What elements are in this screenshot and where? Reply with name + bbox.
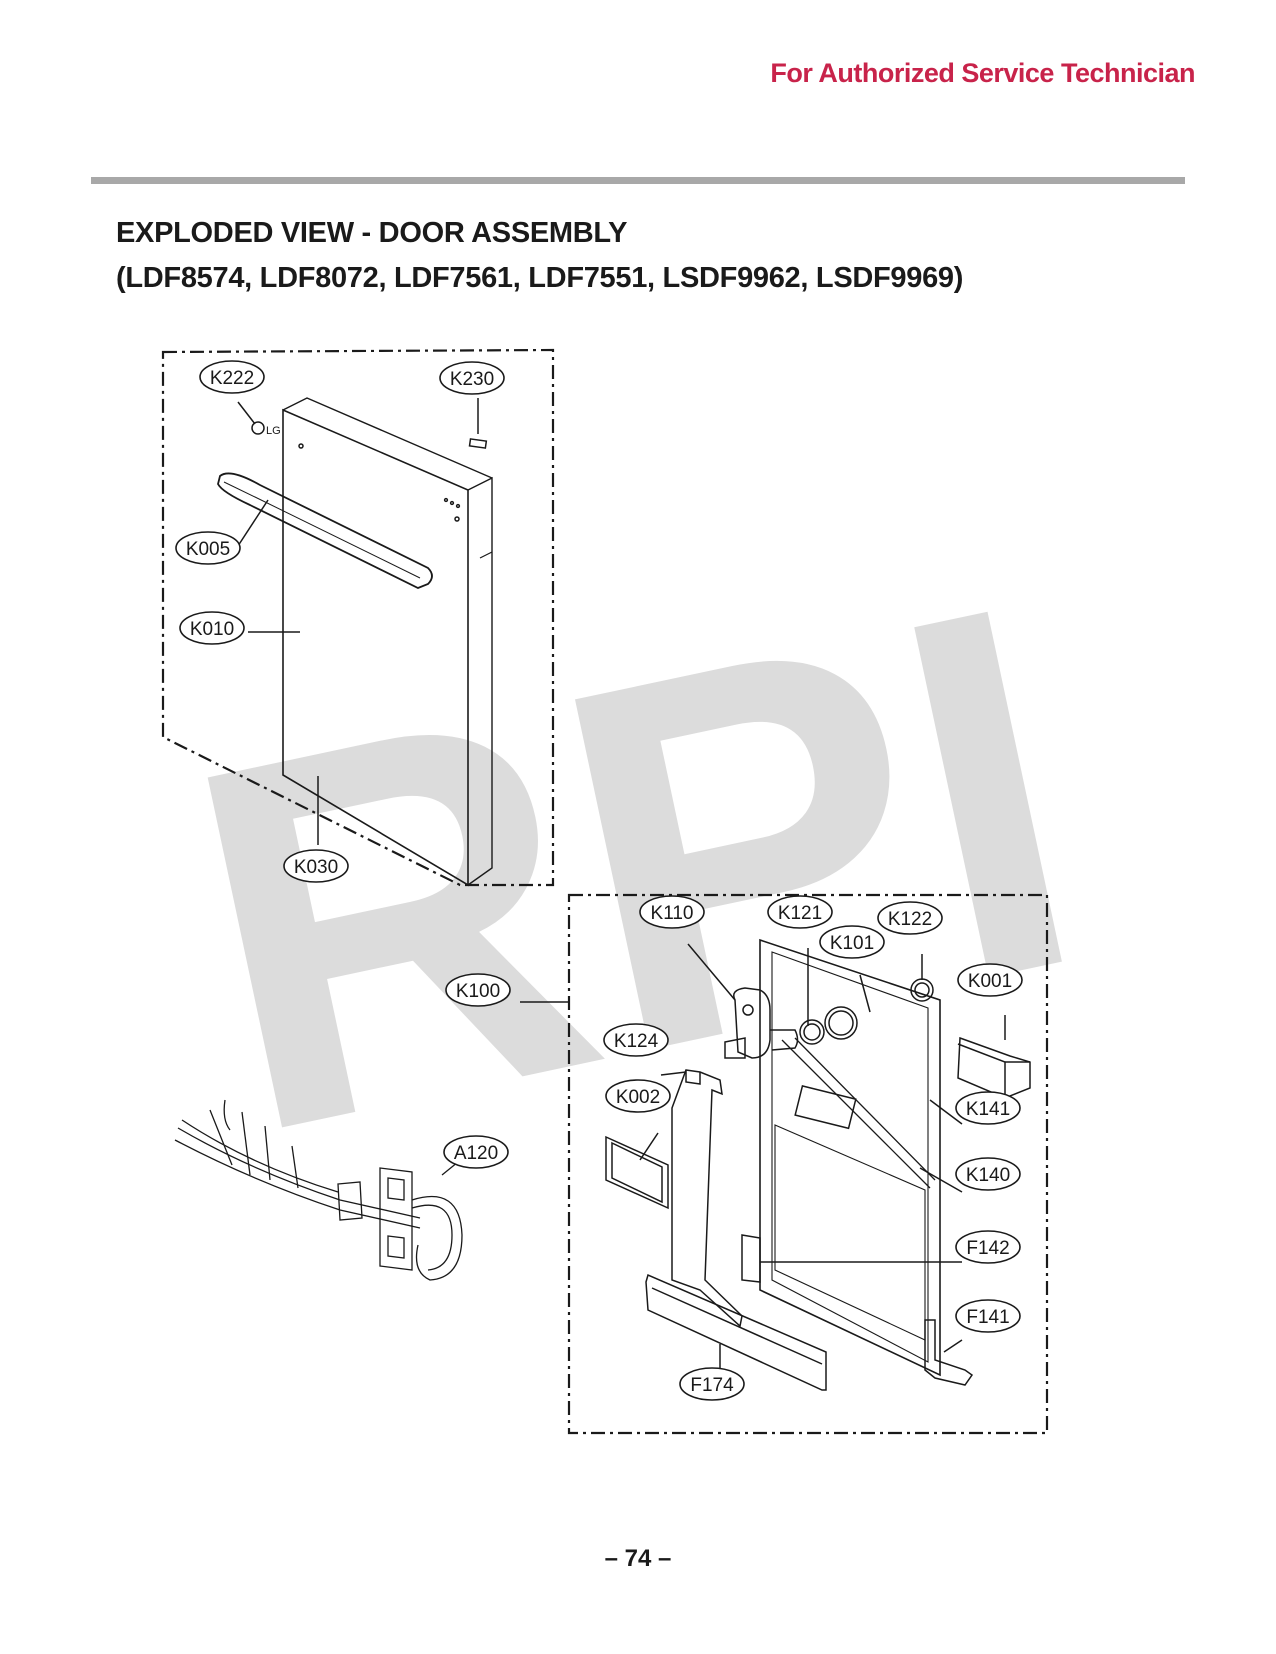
callout-f174: F174 <box>690 1375 734 1396</box>
f141-hinge-arm <box>924 1319 974 1386</box>
door-group-boundary <box>161 348 555 887</box>
callout-k010: K010 <box>190 619 234 640</box>
door-handle <box>217 472 433 589</box>
k002-gasket-plate <box>605 1135 669 1210</box>
callout-k124: K124 <box>614 1031 659 1052</box>
callout-k101: K101 <box>830 933 874 954</box>
lg-logo-badge <box>251 421 265 435</box>
inner-door-group-boundary <box>567 893 1049 1435</box>
callout-k005: K005 <box>186 539 230 560</box>
page-title: EXPLODED VIEW - DOOR ASSEMBLY <box>116 217 628 249</box>
a120-wire-harness <box>174 1099 463 1281</box>
callout-k222: K222 <box>210 368 254 389</box>
header-rule <box>91 177 1185 184</box>
callout-k002: K002 <box>616 1087 660 1108</box>
callout-k230: K230 <box>450 369 494 390</box>
f142-hinge-bracket <box>741 1234 761 1283</box>
header-tag: For Authorized Service Technician <box>770 58 1195 88</box>
callout-f142: F142 <box>966 1238 1009 1259</box>
callout-k141: K141 <box>966 1099 1010 1120</box>
callout-f141: F141 <box>966 1307 1009 1328</box>
f174-kick-plate <box>645 1273 827 1391</box>
callout-k122: K122 <box>888 909 932 930</box>
callout-k121: K121 <box>778 903 822 924</box>
callout-k110: K110 <box>651 903 694 924</box>
k230-part <box>468 438 488 449</box>
k001-module <box>957 1036 1031 1099</box>
door-cables <box>781 1039 931 1189</box>
inner-door-liner <box>759 938 941 1377</box>
callout-a120: A120 <box>454 1143 498 1164</box>
svg-text:LG: LG <box>266 425 281 437</box>
callout-k140: K140 <box>966 1165 1010 1186</box>
model-list: (LDF8574, LDF8072, LDF7561, LDF7551, LSD… <box>116 262 964 294</box>
callout-k001: K001 <box>968 971 1012 992</box>
detergent-dispenser-opening <box>794 1085 857 1130</box>
page-number: – 74 – <box>604 1545 672 1572</box>
callout-k100: K100 <box>456 981 500 1002</box>
door-latch <box>733 987 771 1059</box>
k124-hinge-bracket <box>671 1069 743 1328</box>
rinse-aid-opening <box>824 1006 858 1040</box>
callout-k030: K030 <box>294 857 338 878</box>
